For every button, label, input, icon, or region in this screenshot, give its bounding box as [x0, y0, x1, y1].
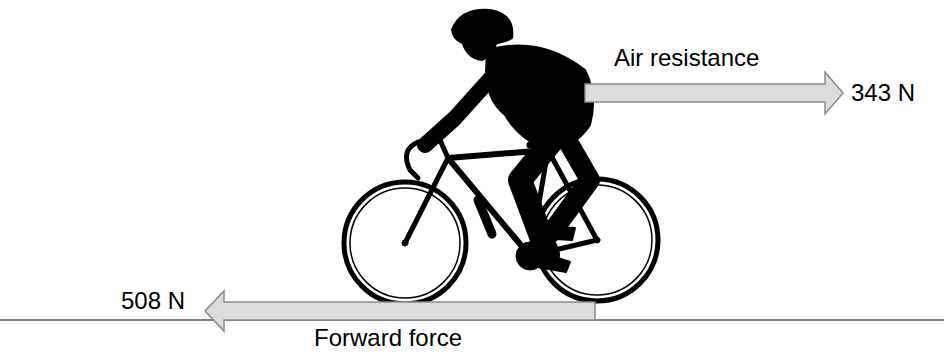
force-value: 343 N	[851, 79, 915, 107]
air-resistance-arrow	[585, 72, 843, 114]
force-label: Air resistance	[614, 44, 759, 72]
force-value: 508 N	[121, 287, 185, 315]
cyclist-silhouette	[425, 10, 593, 272]
force-label: Forward force	[314, 324, 462, 352]
bicycle	[344, 140, 658, 304]
